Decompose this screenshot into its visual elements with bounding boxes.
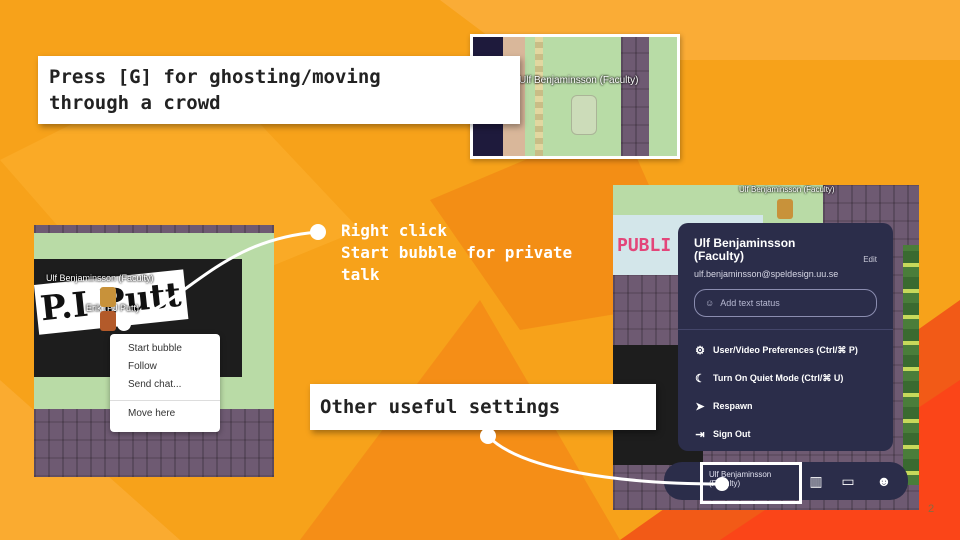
user-name: Ulf Benjaminsson: [709, 470, 772, 479]
rope-strip: [535, 37, 543, 156]
context-menu: Start bubble Follow Send chat... Move he…: [110, 334, 220, 432]
sign-out-icon: ⇥: [695, 428, 705, 441]
edit-profile-link[interactable]: Edit: [863, 255, 877, 264]
menu-item-move-here[interactable]: Move here: [128, 408, 176, 419]
right-click-callout: Right click Start bubble for private tal…: [341, 221, 573, 284]
avatar-name-tag: Ulf Benjaminsson (Faculty): [739, 185, 835, 194]
menu-divider: [110, 400, 220, 401]
public-sign: PUBLI: [617, 235, 672, 256]
menu-item-sign-out[interactable]: ⇥ Sign Out: [694, 420, 877, 448]
ghosting-callout: Press [G] for ghosting/moving through a …: [38, 56, 520, 124]
profile-name: Ulf Benjaminsson (Faculty): [694, 236, 796, 263]
smiley-icon: ☺: [705, 298, 715, 308]
avatar-sprite-erik[interactable]: [100, 311, 116, 331]
menu-item-label: User/Video Preferences (Ctrl/⌘ P): [713, 344, 858, 355]
screen-share-icon[interactable]: ▭: [841, 473, 855, 489]
gear-icon: ⚙: [695, 344, 705, 357]
avatar-sprite[interactable]: [100, 287, 116, 307]
plant-border: [903, 245, 919, 485]
avatar-name-tag: Ulf Benjaminsson (Faculty): [519, 75, 639, 86]
navigation-arrow-icon: ➤: [695, 400, 705, 413]
menu-item-respawn[interactable]: ➤ Respawn: [694, 392, 877, 420]
page-number: 2: [928, 503, 935, 515]
menu-item-follow[interactable]: Follow: [128, 361, 157, 372]
text-status-placeholder: Add text status: [720, 298, 780, 308]
profile-email: ulf.benjaminsson@speldesign.uu.se: [694, 269, 839, 279]
ghosting-callout-text: Press [G] for ghosting/moving through a …: [49, 66, 381, 114]
menu-item-start-bubble[interactable]: Start bubble: [128, 343, 182, 354]
avatar-sprite[interactable]: [777, 199, 793, 219]
user-role: (Faculty): [709, 479, 741, 488]
ghost-avatar: [571, 95, 597, 135]
avatar-name-tag-ulf: Ulf Benjaminsson (Faculty): [46, 273, 154, 283]
moon-icon: ☾: [695, 372, 705, 385]
emoji-icon[interactable]: ☻: [876, 473, 892, 489]
menu-item-send-chat[interactable]: Send chat...: [128, 379, 182, 390]
map-icon[interactable]: ▥: [809, 473, 823, 489]
profile-menu-panel: Ulf Benjaminsson (Faculty) Edit ulf.benj…: [678, 223, 893, 451]
settings-callout-text: Other useful settings: [320, 396, 561, 418]
menu-item-label: Respawn: [713, 401, 753, 411]
menu-item-label: Turn On Quiet Mode (Ctrl/⌘ U): [713, 372, 844, 383]
menu-item-label: Sign Out: [713, 429, 751, 439]
avatar-name-tag-erik: Erik (PJ Putt): [86, 303, 140, 313]
menu-item-preferences[interactable]: ⚙ User/Video Preferences (Ctrl/⌘ P): [694, 336, 877, 364]
wood-wall: [621, 37, 649, 156]
settings-callout: Other useful settings: [310, 384, 656, 430]
ghosting-screenshot: Ulf Benjaminsson (Faculty): [470, 34, 680, 159]
menu-item-quiet-mode[interactable]: ☾ Turn On Quiet Mode (Ctrl/⌘ U): [694, 364, 877, 392]
profile-divider: [678, 329, 893, 330]
user-profile-button[interactable]: Ulf Benjaminsson (Faculty): [700, 462, 802, 504]
text-status-input[interactable]: ☺ Add text status: [694, 289, 877, 317]
